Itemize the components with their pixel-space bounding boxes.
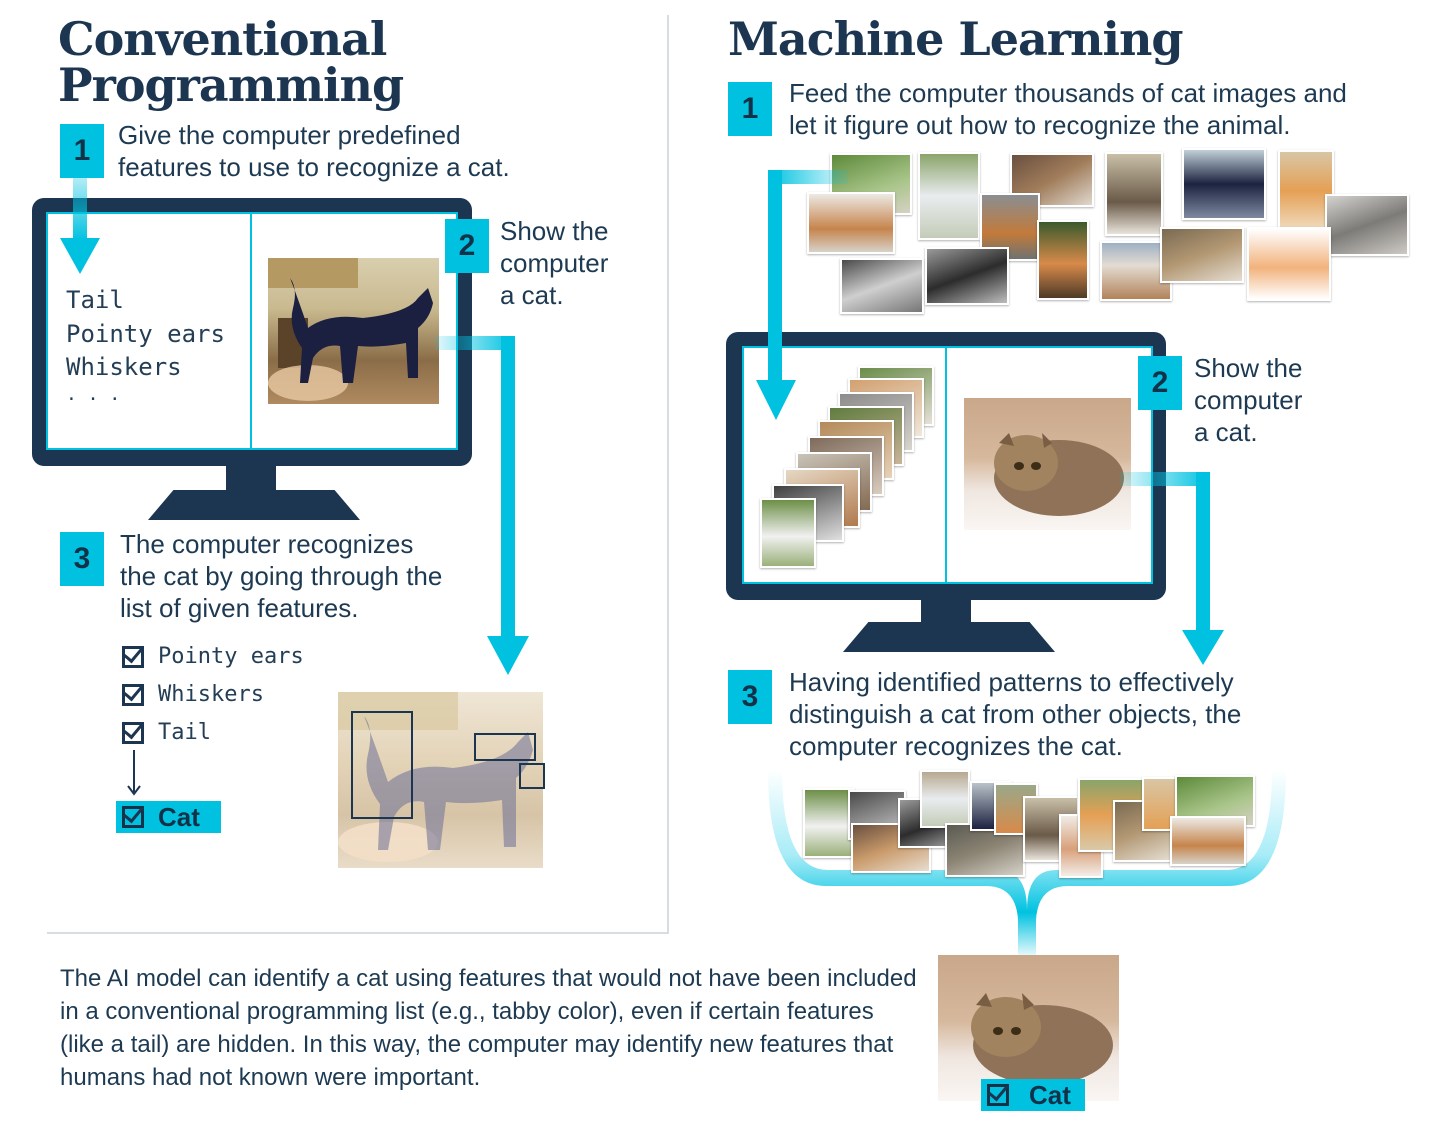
training-cat-image — [1105, 152, 1163, 236]
black-cat-photo — [268, 258, 439, 404]
training-cat-image — [1182, 148, 1266, 220]
checkbox-checked-icon — [122, 646, 144, 668]
checkbox-checked-icon — [122, 722, 144, 744]
training-cat-image — [1278, 150, 1334, 232]
left-result-label: Cat — [158, 801, 200, 832]
vertical-divider — [667, 15, 669, 933]
right-result-label: Cat — [1029, 1079, 1071, 1110]
right-step2-text: Show the computer a cat. — [1194, 353, 1303, 447]
feature-whiskers: Whiskers — [66, 353, 182, 381]
right-step2-arrow — [1120, 472, 1224, 665]
feature-pointy-ears: Pointy ears — [66, 320, 225, 348]
right-step3-text: Having identified patterns to effectivel… — [789, 667, 1242, 761]
right-step1-text: Feed the computer thousands of cat image… — [789, 78, 1347, 140]
checkbox-checked-icon — [122, 806, 144, 828]
left-cat-result-badge: Cat — [116, 801, 221, 833]
right-monitor-base — [843, 622, 1055, 652]
stacked-cat-image — [760, 498, 816, 568]
left-step1-text: Give the computer predefined features to… — [118, 120, 510, 182]
feature-ellipsis: . . . — [66, 384, 121, 405]
checkbox-checked-icon — [987, 1084, 1009, 1106]
checklist-down-arrow — [127, 750, 141, 796]
summary-text: The AI model can identify a cat using fe… — [60, 965, 917, 1091]
right-step3-number: 3 — [728, 670, 772, 724]
left-title-line1: Conventional — [58, 12, 387, 66]
right-step1-arrow — [756, 170, 848, 420]
left-step1-number: 1 — [60, 124, 104, 178]
training-cat-image — [918, 152, 980, 240]
detect-box-tail — [351, 711, 413, 819]
left-step3-number: 3 — [60, 532, 104, 586]
faded-cat-photo — [338, 692, 543, 868]
checklist-label: Pointy ears — [158, 644, 304, 669]
detect-box-whiskers — [519, 763, 545, 789]
training-cat-image — [840, 258, 924, 314]
training-cat-image — [1325, 194, 1409, 256]
right-step2-number: 2 — [1138, 356, 1182, 410]
training-cat-image — [807, 192, 895, 254]
tabby-cat-photo — [964, 398, 1131, 530]
left-step2-number: 2 — [445, 219, 489, 273]
result-cat-image — [920, 770, 970, 828]
checklist-label: Tail — [158, 720, 211, 745]
checklist-label: Whiskers — [158, 682, 264, 707]
training-cat-image — [1037, 220, 1089, 300]
training-cat-image — [925, 247, 1009, 305]
left-monitor-base — [148, 490, 360, 520]
checklist-pointy-ears: Pointy ears — [122, 640, 304, 674]
detect-box-ears — [474, 733, 536, 761]
right-cat-result-badge: Cat — [981, 1079, 1085, 1111]
left-step2-text: Show the computer a cat. — [500, 216, 609, 310]
left-title-line2: Programming — [58, 58, 404, 112]
training-cat-image — [1247, 227, 1331, 301]
left-step3-text: The computer recognizes the cat by going… — [120, 529, 443, 623]
final-result-cat-photo — [938, 955, 1119, 1101]
checklist-whiskers: Whiskers — [122, 678, 264, 712]
left-step2-arrow — [435, 336, 529, 675]
horizontal-divider — [47, 932, 669, 934]
right-step1-number: 1 — [728, 82, 772, 136]
result-funnel-bracket — [768, 770, 1286, 960]
training-cat-image — [1160, 227, 1244, 283]
feature-tail: Tail — [66, 286, 124, 314]
result-cat-image — [1170, 816, 1246, 866]
checkbox-checked-icon — [122, 684, 144, 706]
right-title: Machine Learning — [728, 12, 1184, 66]
checklist-tail: Tail — [122, 716, 211, 750]
left-step1-arrow — [60, 178, 100, 274]
